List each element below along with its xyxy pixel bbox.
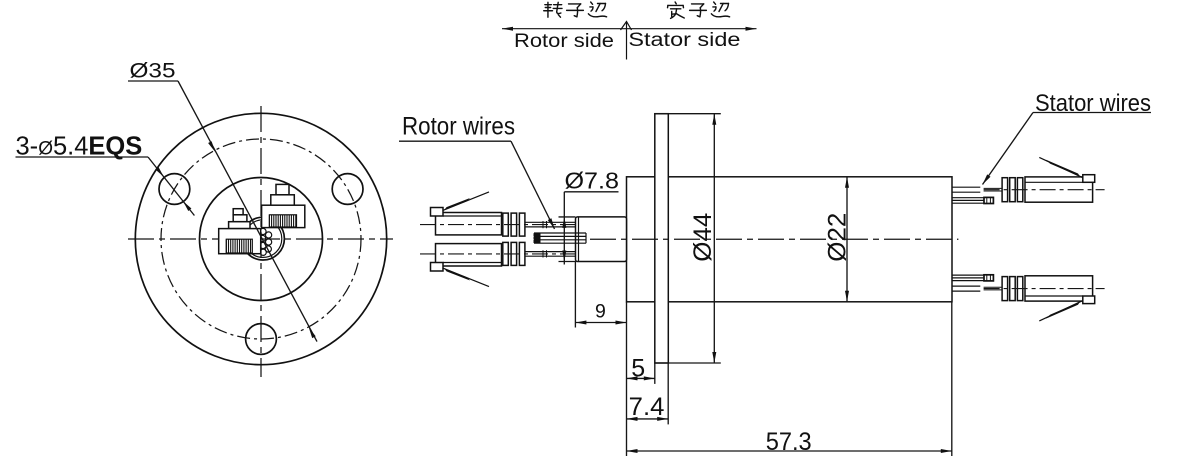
svg-text:Rotor wires: Rotor wires — [402, 113, 515, 141]
svg-text:Rotor side: Rotor side — [514, 31, 614, 52]
svg-text:7.4: 7.4 — [629, 393, 665, 421]
svg-text:9: 9 — [595, 301, 606, 323]
svg-text:3-Ø5.4EQS: 3-Ø5.4EQS — [16, 132, 143, 160]
svg-text:Stator wires: Stator wires — [1035, 90, 1151, 117]
svg-text:Ø44: Ø44 — [689, 213, 717, 262]
svg-text:Ø35: Ø35 — [130, 59, 176, 83]
svg-text:Stator side: Stator side — [628, 30, 740, 51]
svg-text:5: 5 — [631, 355, 645, 383]
svg-text:Ø22: Ø22 — [824, 213, 852, 262]
svg-text:57.3: 57.3 — [766, 428, 812, 456]
svg-text:Ø7.8: Ø7.8 — [565, 168, 620, 194]
